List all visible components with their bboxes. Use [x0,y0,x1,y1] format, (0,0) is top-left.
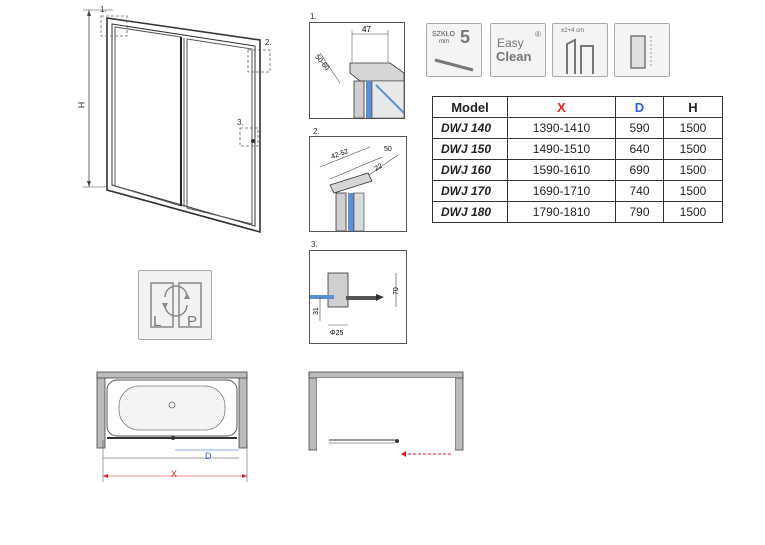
adjust-text: ±2+4 cm [561,28,585,34]
detail-1-dim-top: 47 [362,25,371,34]
detail-3-box: 70 31 Φ25 [309,250,407,344]
row-d: 590 [615,117,664,139]
header-model: Model [432,96,508,118]
detail-1-box: 47 50-60 [309,22,405,119]
row-model: DWJ 150 [432,138,508,160]
detail-1-dim-side: 50-60 [313,54,330,72]
front-view-drawing [83,9,271,234]
glass-thickness-icon: SZKŁO mm 5 [426,23,482,77]
row-model: DWJ 180 [432,201,508,223]
header-h: H [663,96,723,118]
detail-3-drawing: 70 31 Φ25 [310,272,400,337]
detail-2-drawing: 42-52 50 22 [319,146,399,232]
row-model: DWJ 170 [432,180,508,202]
detail-1-title: 1. [310,12,317,21]
registered-mark: ® [535,30,541,39]
easy-clean-icon: Easy Clean ® [490,23,546,77]
reversible-right-label: P [187,313,198,330]
row-h: 1500 [663,159,723,181]
reversible-left-label: L [153,313,162,330]
adjustment-range-icon: ±2+4 cm [552,23,608,77]
glass-unit-text: mm [439,39,449,45]
row-x: 1590-1610 [507,159,616,181]
detail-3-dim-d: Φ25 [330,330,343,337]
detail-2-dim-c: 22 [374,163,384,173]
height-label: H [76,101,87,109]
detail-2-dim-b: 50 [384,146,392,153]
table-row: DWJ 150 1490-1510 640 1500 [432,138,723,160]
table-row: DWJ 160 1590-1610 690 1500 [432,159,723,181]
niche-plan-view [308,371,464,457]
reversible-lp-icon: L P [138,270,212,340]
row-d: 640 [615,138,664,160]
row-d: 690 [615,159,664,181]
header-x: X [507,96,616,118]
glass-top-text: SZKŁO [432,31,455,38]
spec-table-header-row: Model X D H [432,96,723,118]
wall-profile-icon [614,23,670,77]
glass-value-text: 5 [460,27,471,47]
glass-pane-icon [434,58,474,72]
profile-adjust-icon [566,38,594,74]
easy-text: Easy [497,36,524,50]
row-h: 1500 [663,201,723,223]
table-row: DWJ 180 1790-1810 790 1500 [432,201,723,223]
row-x: 1490-1510 [507,138,616,160]
row-model: DWJ 140 [432,117,508,139]
table-row: DWJ 140 1390-1410 590 1500 [432,117,723,139]
detail-2-title: 2. [313,127,320,136]
row-h: 1500 [663,138,723,160]
detail-3-dim-h: 70 [393,287,400,295]
row-d: 790 [615,201,664,223]
front-marker-2: 2. [265,38,272,47]
dimension-x-label: X [171,469,178,479]
row-h: 1500 [663,180,723,202]
row-x: 1790-1810 [507,201,616,223]
spec-table: Model X D H DWJ 140 1390-1410 590 1500 D… [432,96,723,223]
clean-text: Clean [496,49,532,64]
row-h: 1500 [663,117,723,139]
detail-2-box: 42-52 50 22 [309,136,407,232]
wall-mount-icon [630,35,652,69]
detail-1-drawing: 47 50-60 [313,25,405,119]
header-d: D [615,96,664,118]
row-x: 1690-1710 [507,180,616,202]
front-marker-3: 3. [237,118,244,127]
front-marker-1: 1. [100,5,107,14]
dimension-d-label: D [205,451,212,461]
table-row: DWJ 170 1690-1710 740 1500 [432,180,723,202]
row-d: 740 [615,180,664,202]
detail-3-title: 3. [311,240,318,249]
detail-3-dim-l: 31 [313,307,320,315]
row-model: DWJ 160 [432,159,508,181]
row-x: 1390-1410 [507,117,616,139]
bathtub-plan-view [96,371,248,482]
rotate-arrows-icon [150,282,202,328]
